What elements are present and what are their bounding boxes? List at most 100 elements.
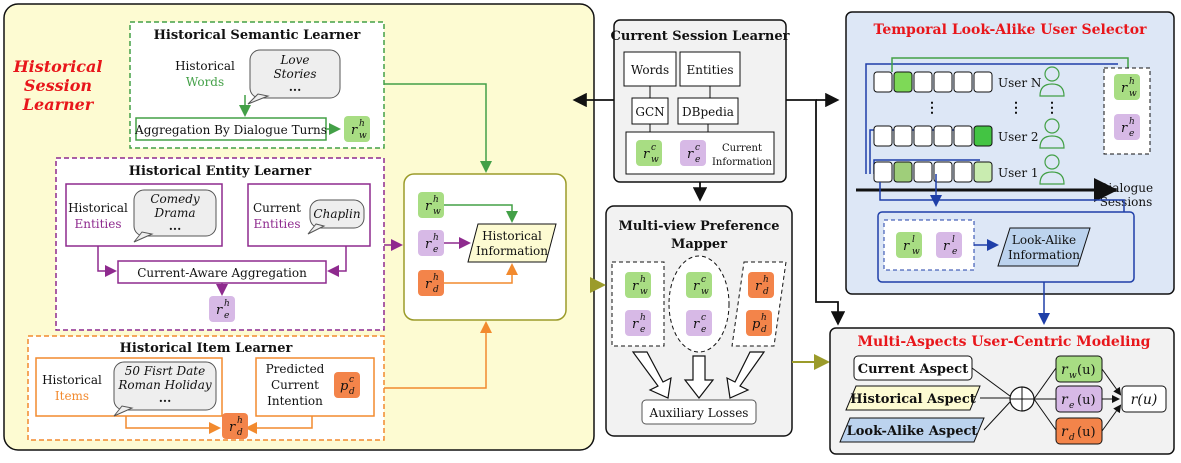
historical-info-label-1: Historical [482,229,542,243]
entity-current-label-1: Current [253,201,301,215]
token-pd-h-mapper-sup: h [761,313,767,323]
info-rd-arrow [444,263,518,284]
user-2-avatar-icon [1039,118,1065,149]
token-re-h-mapper-sub: e [640,325,645,335]
entity-hist-label-2: Entities [74,217,121,231]
token-rw-h-semantic-sup: h [359,119,365,129]
token-rw-h-temporal-sub: w [1129,89,1137,99]
token-rw-h-semantic-sub: w [359,131,367,141]
token-pd-c-item-p: p [340,379,349,394]
temporal-title: Temporal Look-Alike User Selector [874,22,1148,38]
token-rw-h-mapper-sup: h [640,275,646,285]
token-rw-l [896,232,922,258]
token-rw-h-info-sub: w [433,207,441,217]
token-rw-h-info [418,192,444,218]
token-rw-c-current [636,140,662,166]
entity-current-bubble [309,199,365,229]
user-n-sessions [873,71,993,93]
item-label-historical: Historical [42,373,102,387]
token-re-h-info-sup: h [433,233,439,243]
current-session-title: Current Session Learner [611,29,790,44]
item-predicted-label-3: Intention [267,394,323,408]
token-re-h-info-sub: e [433,245,438,255]
temporal-green-link [891,57,1129,72]
rd-u-arg: (u) [1077,425,1096,440]
mapper-group-current [668,255,730,353]
token-rd-h-mapper-r: r [755,279,762,294]
semantic-bubble [249,49,341,99]
token-re-h-mapper-r: r [632,317,639,332]
lookalike-aspect-box [839,417,985,443]
output-box [1121,385,1167,413]
gcn-box [631,97,669,125]
historical-session-title-2: Session [24,76,92,95]
mapper-arrow-left [631,351,672,399]
token-re-h-mapper [625,310,651,336]
rw-u-arg: (u) [1077,363,1096,378]
token-re-l [936,232,962,258]
token-pd-h-mapper-p: p [752,317,761,332]
token-rw-h-mapper [625,272,651,298]
token-rd-h-mapper-sub: d [763,287,769,297]
lookalike-info-label-1: Look-Alike [1012,233,1076,247]
token-pd-c-item-sup: c [349,375,354,385]
semantic-bubble-ellipsis: ... [289,80,302,94]
token-re-c-current-r: r [687,147,694,162]
semantic-label-words: Words [186,75,224,89]
token-rw-c-current-sub: w [651,155,659,165]
current-words-label: Words [631,63,669,77]
entity-hist-label-1: Historical [68,201,128,215]
modeling-title: Multi-Aspects User-Centric Modeling [858,334,1151,350]
token-rw-h-temporal-sup: h [1129,77,1135,87]
semantic-aggregation-label: Aggregation By Dialogue Turns [134,123,327,137]
token-rw-c-mapper-sub: w [701,287,709,297]
token-re-h-temporal-sup: h [1129,117,1135,127]
token-rw-h-semantic-r: r [351,123,358,138]
re-u-r: r [1061,392,1069,408]
token-re-h-entity [209,296,235,322]
token-pd-h-mapper [746,310,772,336]
semantic-learner-title: Historical Semantic Learner [154,28,361,43]
auxiliary-losses-box [641,399,757,425]
item-bubble-text-1: 50 Fisrt Date [125,364,205,378]
token-pd-h-mapper-sub: d [761,325,767,335]
entity-hist-bubble [133,189,217,237]
token-re-h-info-r: r [425,237,432,252]
item-bubble [113,361,217,411]
info-rw-arrow [444,204,518,223]
entity-bubble-ellipsis: ... [169,219,182,233]
item-bubble-ellipsis: ... [159,391,172,405]
token-re-c-current [680,140,706,166]
historical-session-title-3: Learner [22,95,95,114]
lookalike-info-parallelogram [997,227,1091,267]
token-re-h-temporal-sub: e [1129,129,1134,139]
lookalike-aspect-line [983,401,1011,431]
dbpedia-label: DBpedia [682,105,734,119]
token-rd-h-mapper-sup: h [763,275,769,285]
token-re-h-temporal-r: r [1121,121,1128,136]
token-re-c-mapper-r: r [693,317,700,332]
token-rw-c-mapper-r: r [693,279,700,294]
token-rw-h-semantic [344,116,370,142]
rows-ellipsis: ⋮ [925,100,939,116]
token-rd-h-mapper [748,272,774,298]
output-label: r(u) [1131,392,1158,408]
current-info-label-1: Current [722,143,762,154]
token-rd-h-info-sub: d [433,285,439,295]
current-aspect-label: Current Aspect [858,362,968,377]
historical-aspect-box [845,385,981,411]
token-rd-h-item [222,413,248,439]
token-re-l-r: r [943,239,950,254]
plus-to-rw-line [1033,367,1057,400]
token-rw-h-temporal [1114,74,1140,100]
token-rd-h-item-sup: h [237,416,243,426]
token-rd-h-item-r: r [229,420,236,435]
entity-learner-title: Historical Entity Learner [129,164,312,179]
item-bubble-text-2: Roman Holiday [117,378,212,392]
token-rw-c-mapper-sup: c [701,275,706,285]
semantic-label-historical: Historical [175,59,235,73]
mapper-title-2: Mapper [671,237,727,252]
token-re-c-current-sup: c [695,143,700,153]
token-re-h-entity-sup: h [224,299,230,309]
